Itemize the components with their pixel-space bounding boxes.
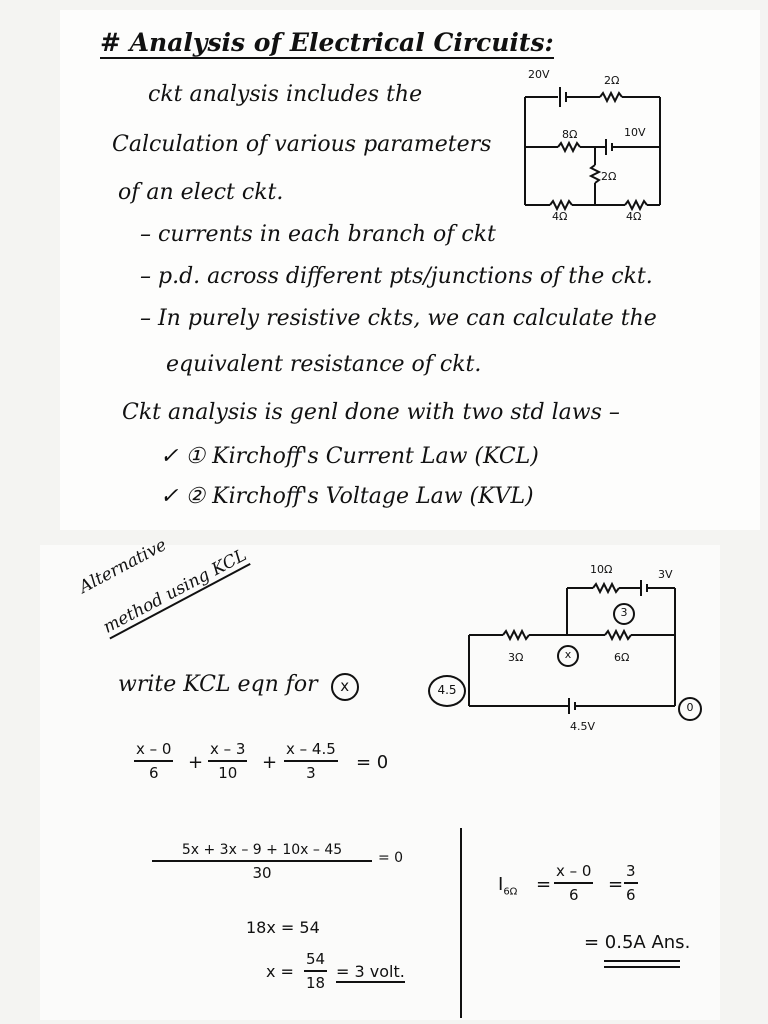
- label-10ohm: 10Ω: [590, 563, 613, 576]
- combined-den: 30: [252, 864, 272, 882]
- current-fraction-2: 3 6: [624, 862, 638, 904]
- label-4ohm-right: 4Ω: [626, 210, 642, 223]
- label-10v: 10V: [624, 126, 646, 139]
- law-item-kvl: ✓ ② Kirchoff's Voltage Law (KVL): [160, 484, 534, 509]
- current-num-2: 3: [626, 862, 636, 880]
- solution-den: 18: [306, 974, 326, 992]
- label-4-5v: 4.5V: [570, 720, 596, 733]
- combined-equation: 5x + 3x – 9 + 10x – 45 30: [152, 842, 372, 882]
- law-item-kcl: ✓ ① Kirchoff's Current Law (KCL): [160, 444, 539, 469]
- answer-underline: [604, 960, 680, 962]
- node-x-circuit: x: [557, 645, 579, 667]
- term-1-num: x – 0: [136, 740, 172, 758]
- node-x-marker: x: [330, 673, 359, 701]
- label-6ohm: 6Ω: [614, 651, 630, 664]
- current-answer: = 0.5A Ans.: [584, 932, 691, 953]
- solution-lhs: x =: [266, 962, 294, 981]
- term-3: x – 4.5 3: [284, 740, 338, 782]
- plus-sign: +: [188, 752, 204, 773]
- equals-sign: =: [536, 874, 552, 895]
- equals-zero: = 0: [356, 752, 389, 773]
- kcl-instruction-text: write KCL eqn for: [118, 672, 318, 697]
- node-3-marker: 3: [613, 603, 635, 625]
- current-subscript: 6Ω: [503, 886, 518, 898]
- vertical-divider: [460, 828, 462, 1018]
- intro-line-2: Calculation of various parameters: [112, 132, 492, 157]
- term-2-den: 10: [218, 764, 238, 782]
- combined-num: 5x + 3x – 9 + 10x – 45: [181, 842, 343, 858]
- label-2ohm-top: 2Ω: [604, 74, 620, 87]
- term-3-den: 3: [306, 764, 316, 782]
- current-den-2: 6: [626, 886, 636, 904]
- label-8ohm: 8Ω: [562, 128, 578, 141]
- node-4-5-marker: 4.5: [428, 675, 466, 707]
- equals-sign: =: [608, 874, 624, 895]
- label-20v: 20V: [528, 68, 550, 81]
- current-symbol: I6Ω: [498, 874, 517, 898]
- top-circuit-wires: [524, 87, 661, 212]
- term-1-den: 6: [148, 764, 159, 782]
- current-den-1: 6: [568, 886, 579, 904]
- bottom-circuit-wires: [468, 580, 676, 714]
- bullet-item: – p.d. across different pts/junctions of…: [140, 264, 653, 289]
- combined-rhs: = 0: [378, 850, 404, 866]
- label-3ohm: 3Ω: [508, 651, 524, 664]
- solution-result: = 3 volt.: [336, 962, 405, 983]
- bullet-item: equivalent resistance of ckt.: [166, 352, 482, 377]
- answer-underline: [604, 966, 680, 968]
- current-num-1: x – 0: [556, 862, 592, 880]
- term-2-num: x – 3: [210, 740, 246, 758]
- simplified-equation: 18x = 54: [246, 918, 320, 937]
- term-2: x – 3 10: [208, 740, 248, 782]
- current-letter: I: [498, 874, 504, 895]
- node-0-marker: 0: [678, 697, 702, 721]
- intro-line-3: of an elect ckt.: [118, 180, 284, 205]
- label-2ohm-mid: 2Ω: [601, 170, 617, 183]
- term-1: x – 0 6: [134, 740, 174, 782]
- bullet-item: – In purely resistive ckts, we can calcu…: [140, 306, 657, 331]
- solution-fraction: 54 18: [304, 950, 328, 992]
- lower-paper: [40, 545, 720, 1020]
- bullet-item: – currents in each branch of ckt: [140, 222, 496, 247]
- current-fraction-1: x – 0 6: [554, 862, 594, 904]
- intro-line-1: ckt analysis includes the: [148, 82, 423, 107]
- term-3-num: x – 4.5: [286, 740, 336, 758]
- label-3v: 3V: [658, 568, 673, 581]
- kcl-instruction: write KCL eqn for x: [118, 672, 359, 701]
- plus-sign: +: [262, 752, 278, 773]
- solution-num: 54: [306, 950, 326, 968]
- page-title: # Analysis of Electrical Circuits:: [100, 28, 554, 59]
- label-4ohm-left: 4Ω: [552, 210, 568, 223]
- laws-intro: Ckt analysis is genl done with two std l…: [122, 400, 620, 425]
